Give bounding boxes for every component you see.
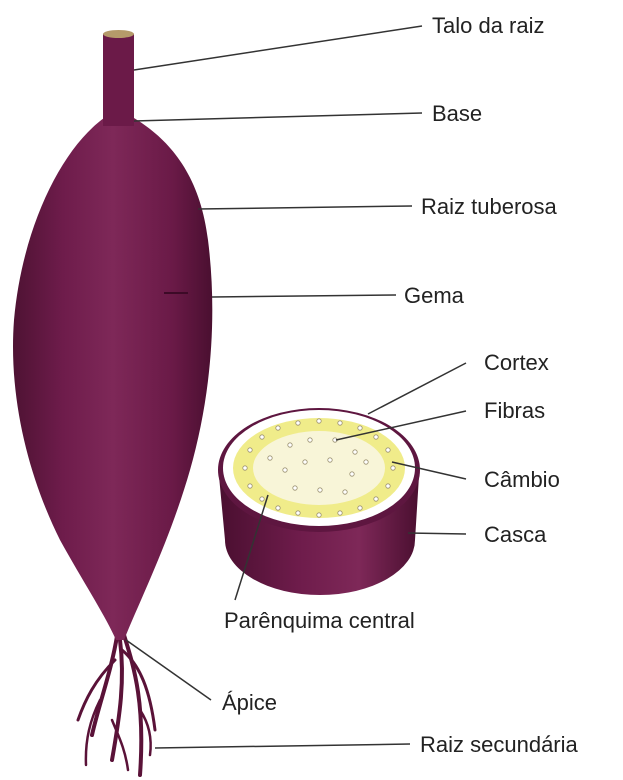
root-cross-section [218,408,420,595]
label-raiz-tuberosa: Raiz tuberosa [421,194,558,219]
label-talo: Talo da raiz [432,13,545,38]
label-cambio: Câmbio [484,467,560,492]
leader-talo [134,26,422,70]
labels: Talo da raiz Base Raiz tuberosa Gema Cor… [222,13,579,757]
label-casca: Casca [484,522,547,547]
tuberous-root [13,30,212,775]
leader-raiz-tuberosa [198,206,412,209]
label-fibras: Fibras [484,398,545,423]
root-stalk [103,34,134,126]
label-base: Base [432,101,482,126]
leader-casca [408,533,466,534]
label-apice: Ápice [222,690,277,715]
label-cortex: Cortex [484,350,549,375]
leader-gema [212,295,396,297]
section-parenchyma [253,431,385,505]
label-parenquima: Parênquima central [224,608,415,633]
label-gema: Gema [404,283,465,308]
stalk-top [103,30,134,38]
label-raiz-secundaria: Raiz secundária [420,732,579,757]
leader-cortex [368,363,466,414]
root-body [13,118,212,640]
leader-raiz-secundaria [155,744,410,748]
leader-base [134,113,422,121]
